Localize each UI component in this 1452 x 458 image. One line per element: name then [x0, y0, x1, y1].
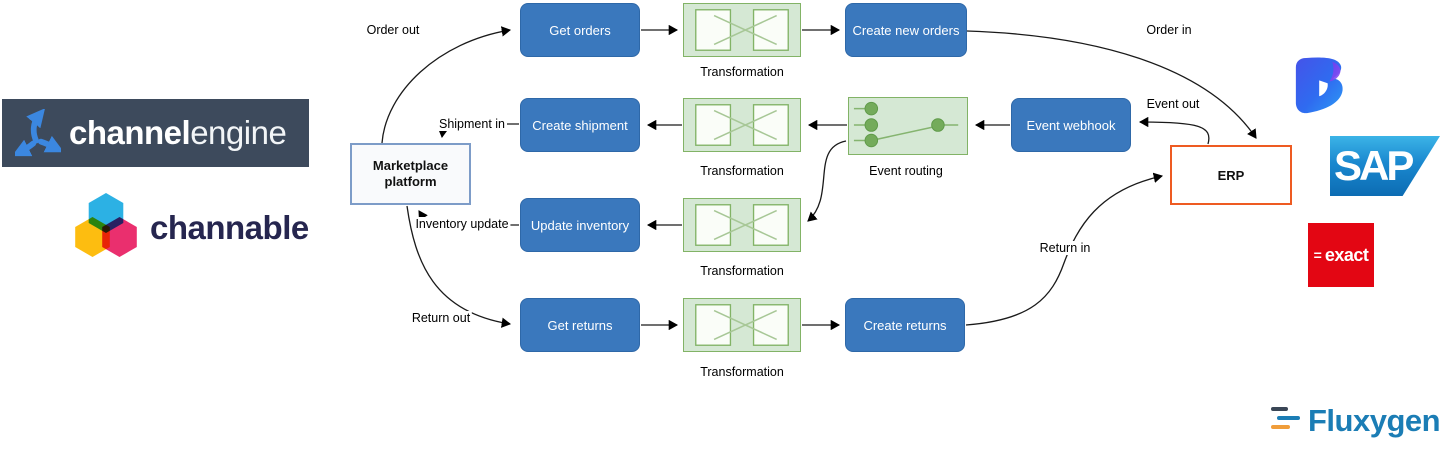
channelengine-word-light: engine: [190, 114, 287, 151]
transformation-label-3: Transformation: [700, 264, 784, 278]
channelengine-logo: channelengine: [2, 99, 309, 167]
edge-label-return-in: Return in: [1037, 241, 1093, 255]
event-routing-label: Event routing: [869, 164, 943, 178]
channelengine-word-bold: channel: [69, 114, 191, 151]
event-routing-icon: [853, 101, 959, 148]
marketplace-label-line2: platform: [384, 174, 437, 189]
transformation-label-1: Transformation: [700, 65, 784, 79]
node-create-returns: Create returns: [845, 298, 965, 352]
edge-label-order-out: Order out: [364, 23, 422, 37]
sap-logo: SAP: [1330, 136, 1440, 196]
edge-label-event-out: Event out: [1144, 97, 1202, 111]
transformation-icon: [695, 9, 789, 51]
node-create-shipment: Create shipment: [520, 98, 640, 152]
exact-equals-glyph: =: [1313, 247, 1322, 263]
edge-label-shipment-in: Shipment in: [436, 117, 508, 131]
transformation-box-4: [683, 298, 801, 352]
transformation-box-1: [683, 3, 801, 57]
fluxygen-bar-dark: [1271, 407, 1288, 411]
edge-label-order-in: Order in: [1144, 23, 1194, 37]
edge-return-out: [406, 205, 512, 328]
edge-event-out: [1138, 116, 1210, 145]
node-event-webhook: Event webhook: [1011, 98, 1131, 152]
node-erp: ERP: [1170, 145, 1292, 205]
edge-return-in: [965, 172, 1164, 326]
fluxygen-bar-blue: [1277, 416, 1300, 420]
fluxygen-wordmark: Fluxygen: [1308, 403, 1441, 438]
edge-order-out: [381, 26, 512, 144]
edge-label-return-out: Return out: [409, 311, 473, 325]
transformation-icon: [695, 304, 789, 346]
edge-routing-transformation3: [807, 140, 847, 222]
fluxygen-bar-orange: [1271, 425, 1290, 429]
edge-order-in: [966, 30, 1257, 139]
event-routing-box: [848, 97, 968, 155]
node-update-inventory: Update inventory: [520, 198, 640, 252]
transformation-icon: [695, 204, 789, 246]
edge-label-inventory-update: Inventory update: [413, 217, 511, 231]
transformation-label-4: Transformation: [700, 365, 784, 379]
transformation-box-2: [683, 98, 801, 152]
transformation-box-3: [683, 198, 801, 252]
node-marketplace-platform: Marketplace platform: [350, 143, 471, 205]
marketplace-label-line1: Marketplace: [372, 157, 449, 173]
transformation-label-2: Transformation: [700, 164, 784, 178]
channable-hexagons-icon: [75, 193, 137, 257]
channelengine-wordmark: channelengine: [69, 114, 287, 152]
exact-logo: = exact: [1308, 223, 1374, 287]
dynamics365-logo: [1295, 57, 1343, 114]
exact-wordmark: exact: [1324, 244, 1369, 265]
channelengine-arrows-icon: [15, 109, 61, 157]
node-get-returns: Get returns: [520, 298, 640, 352]
transformation-icon: [695, 104, 789, 146]
node-create-new-orders: Create new orders: [845, 3, 967, 57]
sap-wordmark: SAP: [1334, 142, 1414, 189]
channable-wordmark: channable: [150, 209, 309, 246]
node-get-orders: Get orders: [520, 3, 640, 57]
